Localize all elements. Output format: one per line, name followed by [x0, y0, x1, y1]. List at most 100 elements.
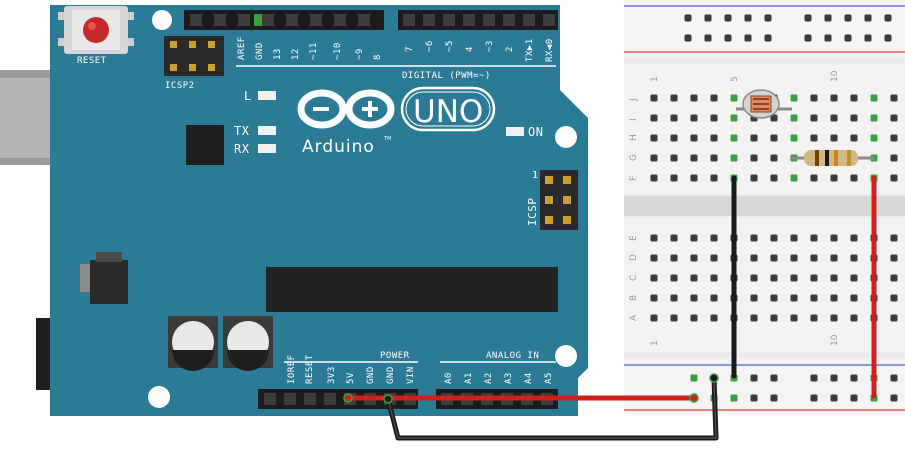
breadboard-hole — [770, 234, 778, 242]
breadboard-hole — [890, 314, 898, 322]
arduino-uno-board: RESET ICSP2 AREF GND 13 12 — [0, 5, 588, 416]
row-labels-bottom: E D C B A — [629, 235, 639, 321]
breadboard-hole — [810, 314, 818, 322]
digital-pin-labels-right: 7 ~6 ~5 4 ~3 2 TX▶1 RX◀0 — [405, 38, 555, 62]
breadboard-hole — [810, 134, 818, 142]
breadboard-hole — [770, 394, 778, 402]
pin-label: A4 — [524, 372, 534, 384]
terminal-strip-top — [624, 64, 905, 194]
breadboard-hole — [764, 34, 772, 42]
breadboard-hole — [690, 374, 698, 382]
breadboard-hole — [864, 34, 872, 42]
wire-endpoint — [383, 394, 393, 404]
breadboard-hole — [650, 294, 658, 302]
breadboard-hole — [750, 274, 758, 282]
row-label: E — [629, 235, 639, 241]
breadboard-hole — [650, 314, 658, 322]
breadboard-hole — [884, 14, 892, 22]
breadboard-hole — [790, 314, 798, 322]
breadboard-hole — [830, 314, 838, 322]
board-pcb — [50, 5, 588, 416]
pin-label: GND — [255, 42, 265, 60]
breadboard-hole — [750, 374, 758, 382]
digital-pin-labels-left: AREF GND 13 12 ~11 ~10 ~9 8 — [237, 36, 383, 60]
pin-label: GND — [366, 366, 376, 384]
breadboard-hole — [750, 154, 758, 162]
breadboard-hole — [650, 234, 658, 242]
breadboard-hole — [830, 254, 838, 262]
pin-label: VIN — [406, 366, 416, 384]
breadboard-hole — [690, 314, 698, 322]
breadboard-hole — [824, 34, 832, 42]
breadboard-hole — [684, 14, 692, 22]
photoresistor-icon — [736, 89, 792, 119]
pin-label: IOREF — [287, 354, 297, 384]
breadboard-hole — [690, 114, 698, 122]
breadboard-hole — [770, 114, 778, 122]
breadboard-hole — [890, 134, 898, 142]
pin-label: 5V — [346, 372, 356, 384]
breadboard-hole — [710, 314, 718, 322]
icsp2-header — [164, 36, 224, 76]
breadboard-hole — [830, 374, 838, 382]
breadboard-hole — [744, 14, 752, 22]
column-number: 10 — [830, 70, 840, 82]
led-l-label: L — [244, 89, 252, 103]
pin-label: A2 — [484, 372, 494, 384]
breadboard-hole — [850, 254, 858, 262]
pin-label: RX◀0 — [545, 38, 555, 62]
breadboard: J I H G F E D C B A 1 5 10 1 10 — [624, 0, 905, 414]
icsp-header — [540, 170, 578, 230]
breadboard-hole — [730, 394, 738, 402]
breadboard-hole — [810, 94, 818, 102]
breadboard-hole — [850, 114, 858, 122]
breadboard-hole — [790, 134, 798, 142]
reset-button[interactable] — [58, 6, 134, 54]
breadboard-hole — [770, 174, 778, 182]
breadboard-hole — [684, 34, 692, 42]
breadboard-hole — [890, 294, 898, 302]
breadboard-hole — [850, 314, 858, 322]
row-label: G — [629, 154, 639, 161]
analog-label: ANALOG IN — [486, 351, 539, 361]
breadboard-hole — [670, 174, 678, 182]
reset-label: RESET — [77, 56, 107, 66]
arduino-wordmark: Arduino — [302, 137, 375, 157]
column-number: 1 — [650, 340, 660, 346]
pin-label: 4 — [465, 46, 475, 52]
breadboard-hole — [870, 134, 878, 142]
pin-label: ~5 — [445, 40, 455, 52]
breadboard-hole — [770, 314, 778, 322]
row-label: A — [629, 314, 639, 321]
row-label: B — [629, 295, 639, 301]
breadboard-hole — [830, 274, 838, 282]
breadboard-hole — [890, 234, 898, 242]
pin-label: ~6 — [425, 40, 435, 52]
breadboard-hole — [690, 174, 698, 182]
arduino-logo-icon — [297, 89, 395, 129]
led-tx — [258, 126, 276, 135]
breadboard-hole — [870, 114, 878, 122]
breadboard-hole — [810, 394, 818, 402]
trademark: TM — [383, 136, 391, 142]
breadboard-hole — [830, 114, 838, 122]
wire-endpoint — [689, 393, 699, 403]
breadboard-hole — [690, 274, 698, 282]
breadboard-hole — [650, 174, 658, 182]
terminal-strip-bottom — [624, 218, 905, 352]
led-rx-label: RX — [234, 142, 250, 156]
gnd-pin-marker — [254, 14, 262, 26]
breadboard-hole — [730, 154, 738, 162]
breadboard-hole — [810, 274, 818, 282]
breadboard-hole — [764, 14, 772, 22]
breadboard-hole — [670, 94, 678, 102]
pin-label: ~3 — [485, 40, 495, 52]
breadboard-hole — [890, 94, 898, 102]
icsp-pin1-label: 1 — [532, 170, 539, 181]
breadboard-hole — [730, 114, 738, 122]
resistor-icon — [790, 150, 874, 166]
breadboard-hole — [670, 154, 678, 162]
breadboard-hole — [850, 94, 858, 102]
digital-header-left — [184, 10, 384, 30]
led-on-label: ON — [528, 125, 543, 139]
